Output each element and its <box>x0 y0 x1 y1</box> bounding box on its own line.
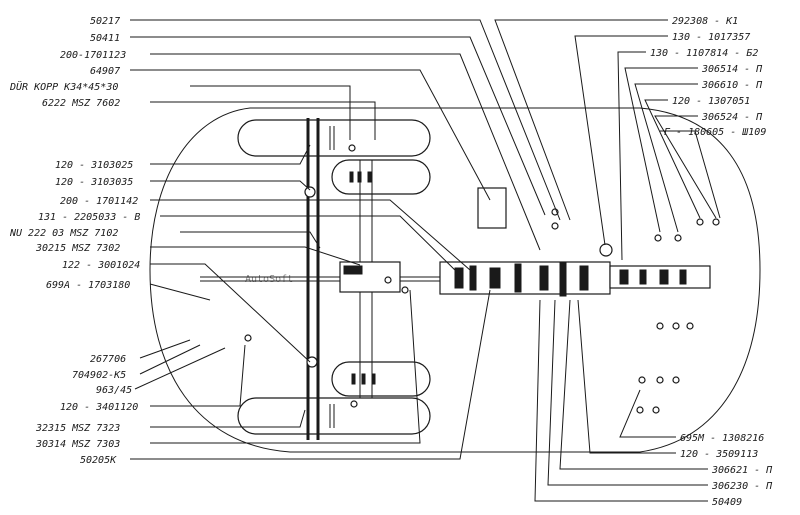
label-122-3001024: 122 - 3001024 <box>62 260 140 271</box>
right-labels: 292308 - K1 130 - 1017357 130 - 1107814 … <box>650 16 773 508</box>
label-695m-1308216: 695M - 1308216 <box>680 433 764 444</box>
label-nu-222-03: NU 222 03 MSZ 7102 <box>9 228 118 239</box>
label-30215-msz-7302: 30215 MSZ 7302 <box>35 243 120 254</box>
drivetrain <box>339 187 711 297</box>
left-labels: 50217 50411 200-1701123 64907 DÜR KOPP K… <box>9 16 140 466</box>
label-306514-p: 306514 - П <box>701 64 763 75</box>
label-130-1107814-b2: 130 - 1107814 - Б2 <box>650 48 758 59</box>
label-306610-p: 306610 - П <box>701 80 763 91</box>
label-6222-msz-7602: 6222 MSZ 7602 <box>42 98 120 109</box>
label-292308-k1: 292308 - K1 <box>672 16 738 27</box>
label-131-2205033-b: 131 - 2205033 - B <box>38 212 140 223</box>
label-30314-msz-7303: 30314 MSZ 7303 <box>35 439 120 450</box>
label-120-3103025: 120 - 3103025 <box>55 160 133 171</box>
label-64907: 64907 <box>90 66 120 77</box>
leader-lines <box>130 19 721 502</box>
label-50411: 50411 <box>90 33 120 44</box>
label-130-1017357: 130 - 1017357 <box>672 32 750 43</box>
watermark-text: AutoSoft <box>245 274 293 285</box>
label-50205k: 50205K <box>80 455 117 466</box>
label-704902-k5: 704902-K5 <box>72 370 126 381</box>
rear-left-wheel <box>331 159 431 195</box>
label-200-1701142: 200 - 1701142 <box>60 196 138 207</box>
label-32315-msz-7323: 32315 MSZ 7323 <box>35 423 120 434</box>
label-120-3509113: 120 - 3509113 <box>680 449 758 460</box>
label-306524-p: 306524 - П <box>701 112 763 123</box>
label-g-180605-sh109: Г - 180605 - Ш109 <box>664 127 766 138</box>
vehicle-outline <box>149 107 761 453</box>
label-120-1307051: 120 - 1307051 <box>672 96 750 107</box>
label-120-3401120: 120 - 3401120 <box>60 402 138 413</box>
label-50409: 50409 <box>712 497 742 508</box>
label-50217: 50217 <box>90 16 120 27</box>
lubrication-points <box>244 144 720 414</box>
label-699a-1703180: 699A - 1703180 <box>46 280 130 291</box>
label-306621-p: 306621 - П <box>711 465 773 476</box>
front-left-wheel <box>237 119 431 157</box>
rear-right-wheel <box>331 361 431 397</box>
label-963-45: 963/45 <box>96 385 132 396</box>
label-200-1701123: 200-1701123 <box>60 50 126 61</box>
label-267706: 267706 <box>90 354 126 365</box>
label-306230-p: 306230 - П <box>711 481 773 492</box>
front-right-wheel <box>237 397 431 435</box>
label-dur-kopp: DÜR KOPP K34*45*30 <box>9 80 118 93</box>
label-120-3103035: 120 - 3103035 <box>55 177 133 188</box>
